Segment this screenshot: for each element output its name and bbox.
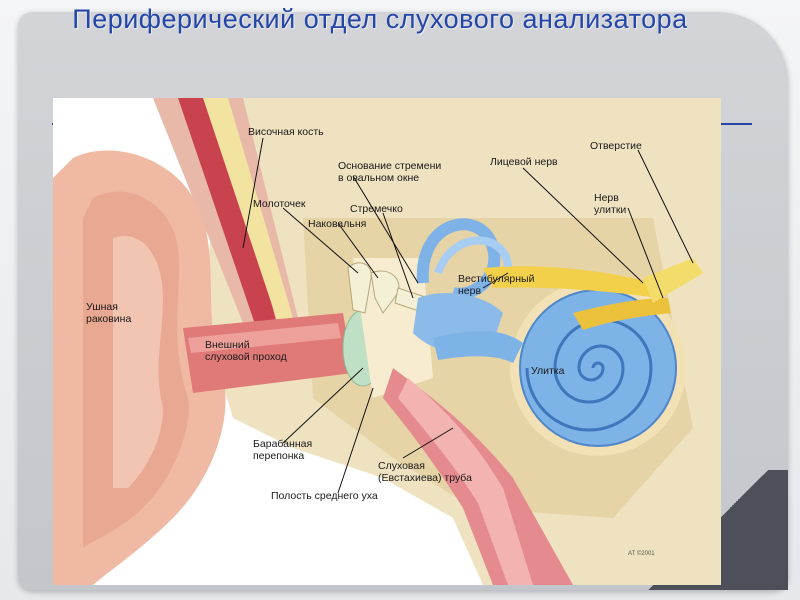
label-stapes-base: Основание стремени в овальном окне [338, 160, 442, 184]
label-stapes: Стремечко [350, 203, 403, 215]
cochlea-duct [433, 331, 523, 363]
label-malleus: Молоточек [253, 198, 306, 210]
incus-shape [370, 270, 400, 314]
semicircular-canal-2 [434, 236, 512, 275]
muscle-layer [178, 98, 278, 333]
label-temporal-bone: Височная кость [248, 126, 324, 138]
ear-anatomy-illustration: Височная кость Основание стремени в овал… [53, 98, 721, 585]
ear-canal-highlight [188, 323, 341, 353]
label-vestibular-nerve: Вестибулярный нерв [458, 273, 535, 297]
leader-lines [242, 137, 694, 494]
auricle-inner [113, 236, 163, 488]
title-underline-right [718, 123, 752, 125]
nerve-bundle [643, 258, 703, 303]
eustachian-tube-inner [398, 378, 533, 585]
label-eustachian-tube: Слуховая (Евстахиева) труба [378, 460, 472, 484]
label-auricle: Ушная раковина [86, 301, 132, 325]
malleus-shape [347, 262, 372, 314]
label-facial-nerve: Лицевой нерв [490, 156, 558, 168]
label-cochlear-nerve: Нерв улитки [594, 192, 627, 216]
cochlea-spiral [525, 318, 653, 432]
label-opening: Отверстие [590, 140, 642, 152]
label-ear-canal: Внешний слуховой проход [205, 339, 287, 363]
label-incus: Наковальня [308, 218, 367, 230]
slide-title: Периферический отдел слухового анализато… [72, 4, 688, 34]
ear-anatomy-drawing [53, 98, 721, 585]
label-cochlea: Улитка [531, 365, 565, 377]
label-eardrum: Барабанная перепонка [253, 438, 313, 462]
fat-layer [203, 98, 293, 323]
artist-signature: АТ ©2001 [628, 551, 655, 557]
vestibular-nerve-shape [483, 266, 658, 298]
cochlear-nerve-shape [573, 298, 671, 330]
label-middle-ear-cavity: Полость среднего уха [271, 490, 378, 502]
